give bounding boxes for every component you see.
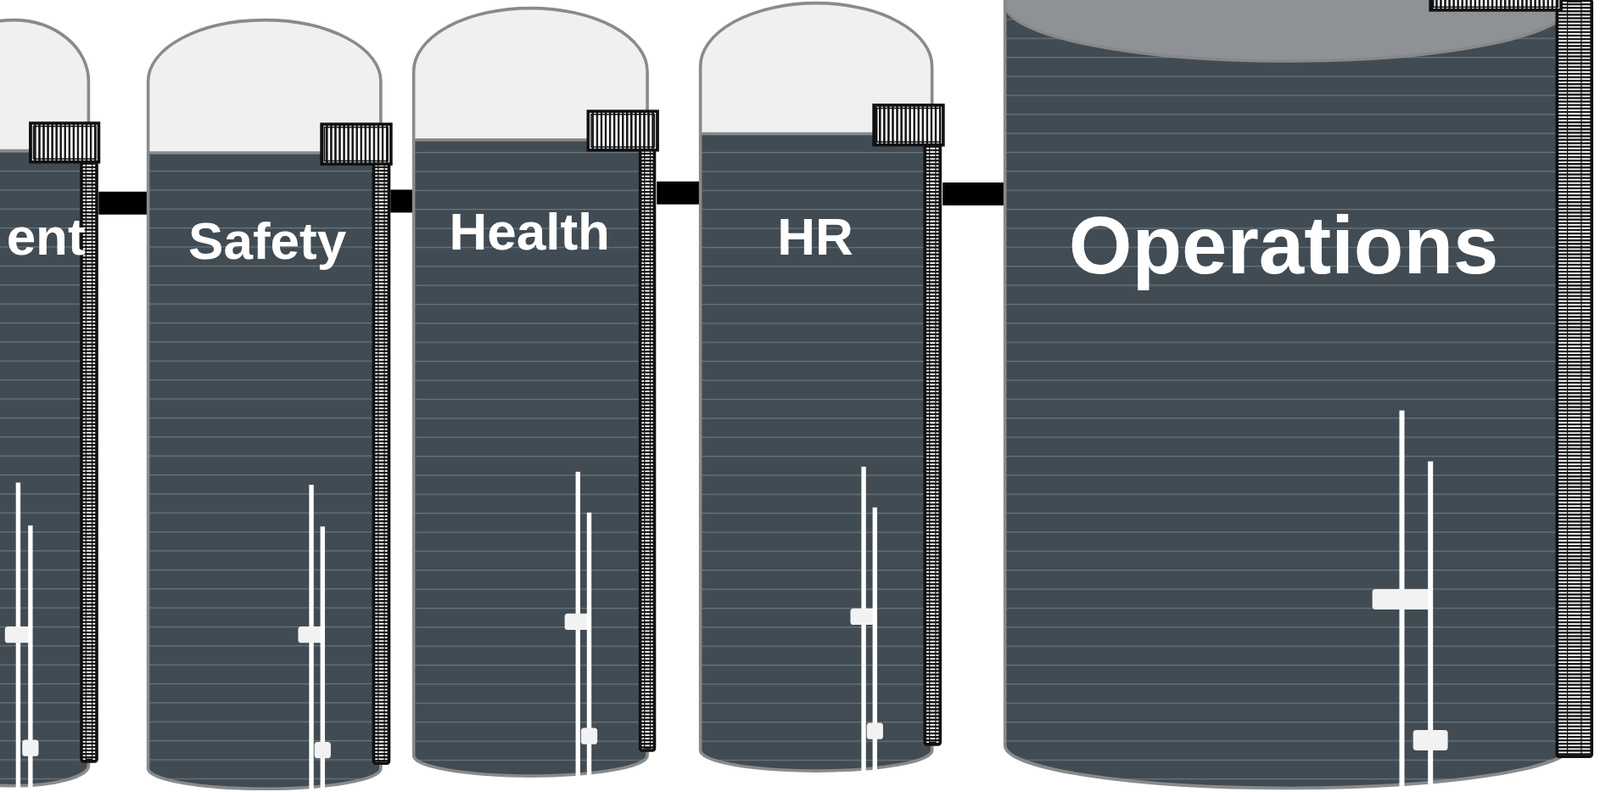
tank-label: HR (777, 210, 854, 263)
storage-tank: ent (0, 16, 102, 792)
tank-drawing (1001, 0, 1595, 792)
gauge-head (321, 124, 392, 165)
level-gauge (373, 155, 389, 764)
gauge-head-inner (33, 126, 96, 159)
gauge-head-inner (876, 107, 940, 142)
level-slider (313, 741, 331, 758)
tank-drawing (410, 5, 661, 792)
storage-tank: Safety (145, 16, 394, 792)
gauge-tube (378, 156, 385, 761)
storage-tank: Operations (1001, 0, 1595, 792)
level-slider (866, 722, 883, 739)
gauge-head-inner (324, 127, 388, 162)
level-rod (872, 507, 877, 792)
tank-roof (1005, 0, 1573, 62)
tank-drawing (0, 16, 102, 792)
pipe (98, 191, 149, 215)
pipe (942, 182, 1006, 206)
gauge-head-inner (590, 114, 655, 147)
level-gauge (924, 137, 940, 744)
level-rod (586, 512, 591, 792)
level-rod (575, 471, 580, 792)
level-slider (580, 727, 597, 745)
tank-fill (410, 139, 653, 781)
tank-label: ent (6, 210, 86, 263)
gauge-tube (86, 156, 93, 760)
gauge-tube (643, 145, 650, 749)
level-gauge (639, 142, 655, 750)
tank-label: Safety (188, 214, 347, 268)
tank-label: Operations (1068, 204, 1500, 286)
level-slider (1413, 729, 1449, 750)
gauge-head (30, 123, 100, 163)
pipe (656, 181, 700, 205)
tank-fill (0, 151, 95, 791)
gauge-head (1430, 0, 1561, 11)
pipe (390, 189, 414, 213)
tank-label: Health (448, 205, 610, 258)
level-slider (1372, 588, 1433, 610)
level-gauge (1556, 0, 1592, 756)
storage-tank: Health (410, 5, 661, 792)
tank-drawing (697, 0, 946, 792)
level-slider (22, 739, 39, 756)
gauge-head-inner (1433, 0, 1559, 7)
tank-fill (1001, 0, 1577, 792)
tank-outline (1005, 0, 1573, 789)
gauge-head (873, 105, 944, 146)
tank-fill (145, 152, 387, 792)
gauge-head (587, 111, 658, 151)
gauge-tube (1567, 1, 1582, 754)
level-slider (5, 626, 32, 644)
tank-drawing (145, 16, 394, 792)
gauge-tube (928, 139, 935, 743)
storage-tank: HR (697, 0, 946, 792)
level-rod (861, 466, 866, 792)
tank-fill (697, 134, 938, 777)
